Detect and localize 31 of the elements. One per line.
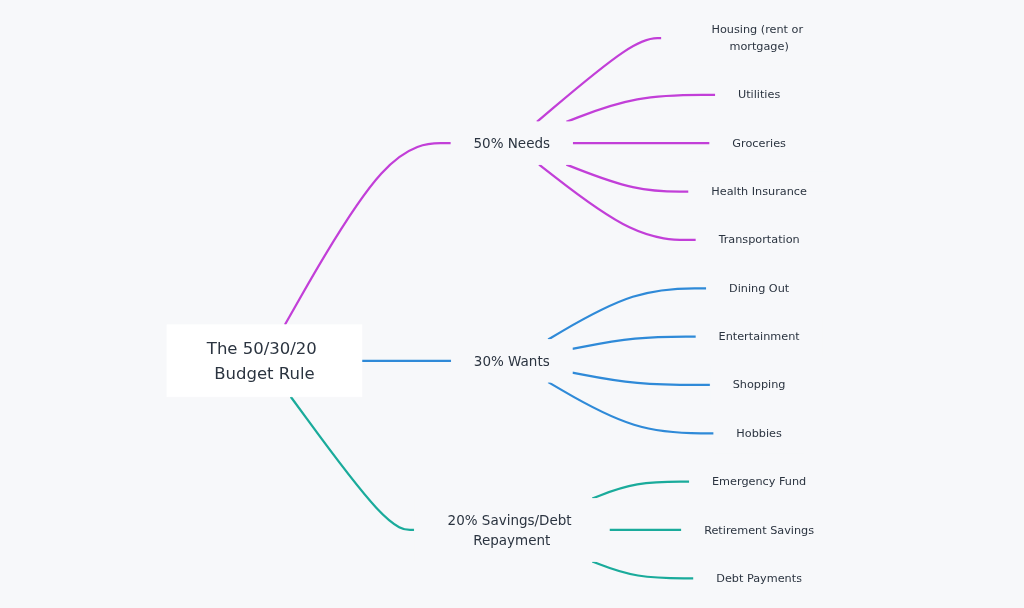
node-text: 20% Savings/Debt Repayment	[447, 511, 572, 548]
connector	[290, 396, 415, 532]
node-text: Shopping	[732, 378, 786, 392]
node-text: Debt Payments	[716, 571, 803, 585]
connector	[566, 163, 689, 193]
connector	[566, 93, 716, 123]
node-text: Entertainment	[718, 329, 800, 344]
node-text: Retirement Savings	[704, 523, 815, 537]
connector	[592, 480, 690, 500]
connector	[609, 528, 682, 532]
connector	[362, 359, 452, 362]
node-text: Groceries	[732, 136, 787, 150]
connector	[572, 335, 697, 351]
node-box: The 50/30/20 Budget Rule	[166, 324, 363, 398]
connector	[572, 371, 711, 387]
node-text: 30% Wants	[474, 352, 550, 369]
connector	[284, 142, 452, 326]
connector	[547, 287, 707, 341]
connector	[547, 381, 715, 435]
connector	[538, 163, 697, 242]
node-text: Hobbies	[736, 426, 783, 440]
node-text: Health Insurance	[711, 184, 808, 199]
node-text: Housing (rent or mortgage)	[711, 22, 804, 54]
connector	[536, 36, 662, 123]
node-text: Dining Out	[729, 281, 790, 295]
node-text: 50% Needs	[473, 135, 551, 152]
node-text: Transportation	[718, 232, 800, 247]
node-text: Utilities	[738, 87, 781, 102]
node-text: Emergency Fund	[712, 474, 807, 489]
connector	[572, 142, 711, 145]
connector	[592, 560, 694, 580]
